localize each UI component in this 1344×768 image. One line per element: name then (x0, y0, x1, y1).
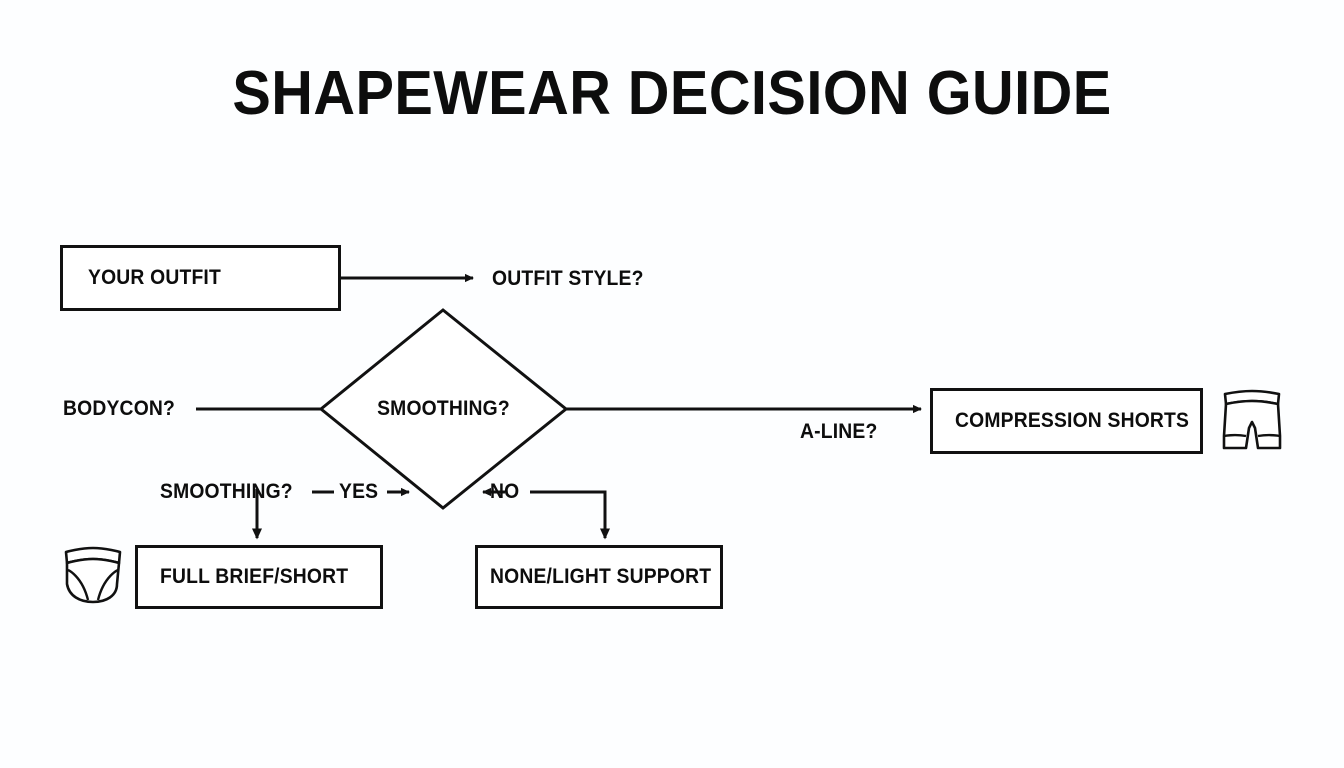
edge-label-a-line: A-LINE? (800, 420, 878, 443)
node-none-light-support[interactable]: NONE/LIGHT SUPPORT (475, 545, 723, 609)
node-decision-label: SMOOTHING? (377, 397, 510, 420)
page-title: SHAPEWEAR DECISION GUIDE (232, 59, 1112, 128)
decision-diamond-shape (318, 308, 569, 510)
node-compression-shorts[interactable]: COMPRESSION SHORTS (930, 388, 1203, 454)
edge-label-bodycon: BODYCON? (63, 397, 176, 420)
node-your-outfit-label: YOUR OUTFIT (88, 266, 221, 289)
edge-no-down-to-none-light (530, 490, 610, 540)
edge-label-outfit-style: OUTFIT STYLE? (492, 267, 644, 290)
edge-label-smoothing-lower: SMOOTHING? (160, 480, 293, 503)
edge-label-yes: YES (339, 480, 379, 503)
edge-label-no: NO (490, 480, 520, 503)
node-full-brief-short-label: FULL BRIEF/SHORT (160, 565, 349, 588)
node-none-light-support-label: NONE/LIGHT SUPPORT (490, 565, 712, 588)
shorts-icon (1222, 389, 1282, 450)
node-compression-shorts-label: COMPRESSION SHORTS (955, 409, 1190, 432)
brief-icon (64, 546, 122, 604)
node-your-outfit[interactable]: YOUR OUTFIT (60, 245, 341, 311)
node-full-brief-short[interactable]: FULL BRIEF/SHORT (135, 545, 383, 609)
